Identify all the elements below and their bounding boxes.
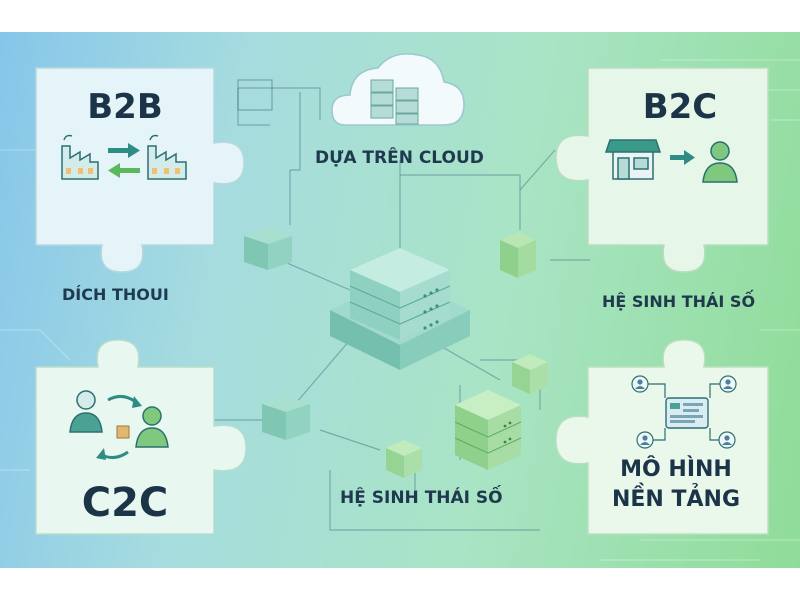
cube-center-bottom: [386, 440, 422, 478]
package-icon: [116, 425, 130, 439]
puzzle-piece-platform: [555, 339, 769, 535]
b2b-title: B2B: [87, 87, 163, 127]
cube-right-mid: [512, 354, 548, 394]
arrow-right-icon: [670, 150, 695, 165]
puzzle-piece-b2c: [555, 67, 769, 273]
person-icon: [135, 406, 169, 448]
b2c-caption: HỆ SINH THÁI SỐ: [602, 292, 756, 311]
cube-right-top: [500, 232, 536, 278]
diagram-graphics: [0, 53, 800, 561]
b2b-caption: DÍCH THOUI: [62, 285, 169, 304]
cube-left-top: [244, 228, 292, 270]
person-icon: [69, 390, 103, 433]
factory-icon: [61, 134, 99, 180]
diagram-canvas: B2B B2C C2C MÔ HÌNH NỀN TẢNG DỰA TRÊN CL…: [0, 32, 800, 568]
factory-icon: [147, 134, 187, 180]
center-caption: HỆ SINH THÁI SỐ: [340, 488, 503, 508]
arrow-right-icon: [108, 143, 140, 158]
platform-title-line1: MÔ HÌNH: [620, 457, 732, 482]
platform-network-icon: [631, 375, 737, 449]
server-stack-green: [454, 390, 522, 470]
arrow-left-icon: [108, 163, 140, 178]
cloud-icon: [331, 53, 465, 126]
b2c-title: B2C: [642, 87, 718, 127]
cube-left-bottom: [262, 396, 310, 440]
central-server-stack: [330, 248, 470, 370]
store-icon: [604, 139, 662, 180]
platform-title-line2: NỀN TẢNG: [611, 487, 740, 512]
person-icon: [702, 141, 738, 183]
c2c-title: C2C: [81, 480, 169, 526]
cloud-label: DỰA TRÊN CLOUD: [315, 148, 484, 168]
